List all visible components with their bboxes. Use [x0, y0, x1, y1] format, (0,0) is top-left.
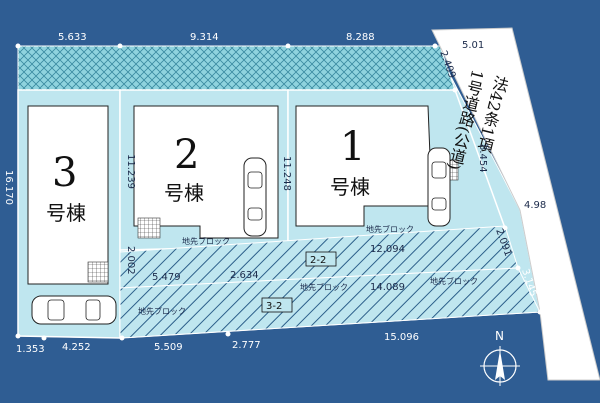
block-label-3: 地先ブロック	[138, 306, 186, 316]
grid-pad-lot2	[137, 217, 161, 239]
dim-bottom-5: 15.096	[384, 332, 419, 343]
lot-1-number: 1	[340, 124, 365, 170]
block-label-2: 地先ブロック	[366, 224, 414, 234]
dim-lane22-a: 5.479	[152, 272, 181, 283]
boundary-markers	[15, 43, 543, 341]
dim-left-side: 16.170	[3, 170, 14, 205]
tag-3-2: 3-2	[266, 301, 282, 312]
lot-2-number: 2	[174, 132, 199, 178]
building-2	[133, 105, 279, 239]
car-lot-2	[243, 157, 267, 237]
dim-top-2: 9.314	[190, 32, 219, 43]
dim-lane22-b: 2.634	[230, 270, 259, 281]
tag-box-2-2	[305, 251, 337, 267]
dim-bottom-4: 2.777	[232, 340, 261, 351]
lot-3-label: 号棟	[46, 201, 86, 225]
dim-top-1: 5.633	[58, 32, 87, 43]
grid-pad-lot3	[87, 261, 109, 283]
tag-2-2: 2-2	[310, 255, 326, 266]
lot-3-number: 3	[52, 150, 77, 196]
north-label: N	[495, 329, 504, 343]
dim-lot1-depth: 11.248	[281, 156, 292, 191]
dim-right-side: 8.454	[477, 144, 488, 173]
tag-box-3-2	[261, 297, 293, 313]
north-hatched-strip	[17, 45, 456, 91]
dim-road-low: 4.99	[540, 236, 562, 247]
dim-lane32-top: 14.089	[370, 282, 405, 293]
car-lot-1	[427, 147, 451, 227]
dim-road-mid: 4.98	[524, 200, 546, 211]
dim-road-top: 5.01	[462, 40, 484, 51]
car-lot-3	[31, 295, 117, 325]
building-3	[27, 105, 109, 285]
dim-top-3: 8.288	[346, 32, 375, 43]
dim-lot2-depth: 11.239	[125, 154, 136, 189]
lot-1-label: 号棟	[330, 175, 370, 199]
building-1	[295, 105, 433, 227]
dim-bottom-2: 4.252	[62, 342, 91, 353]
block-label-1: 地先ブロック	[182, 236, 230, 246]
block-label-4: 地先ブロック	[300, 282, 348, 292]
dim-bottom-3: 5.509	[154, 342, 183, 353]
public-road	[431, 27, 600, 381]
dim-lane22-left: 2.002	[125, 246, 136, 275]
dim-bottom-1: 1.353	[16, 344, 45, 355]
lot-2-label: 号棟	[164, 181, 204, 205]
block-label-5: 地先ブロック	[430, 276, 478, 286]
dim-lane22-top: 12.094	[370, 244, 405, 255]
north-arrow-icon	[480, 346, 520, 386]
